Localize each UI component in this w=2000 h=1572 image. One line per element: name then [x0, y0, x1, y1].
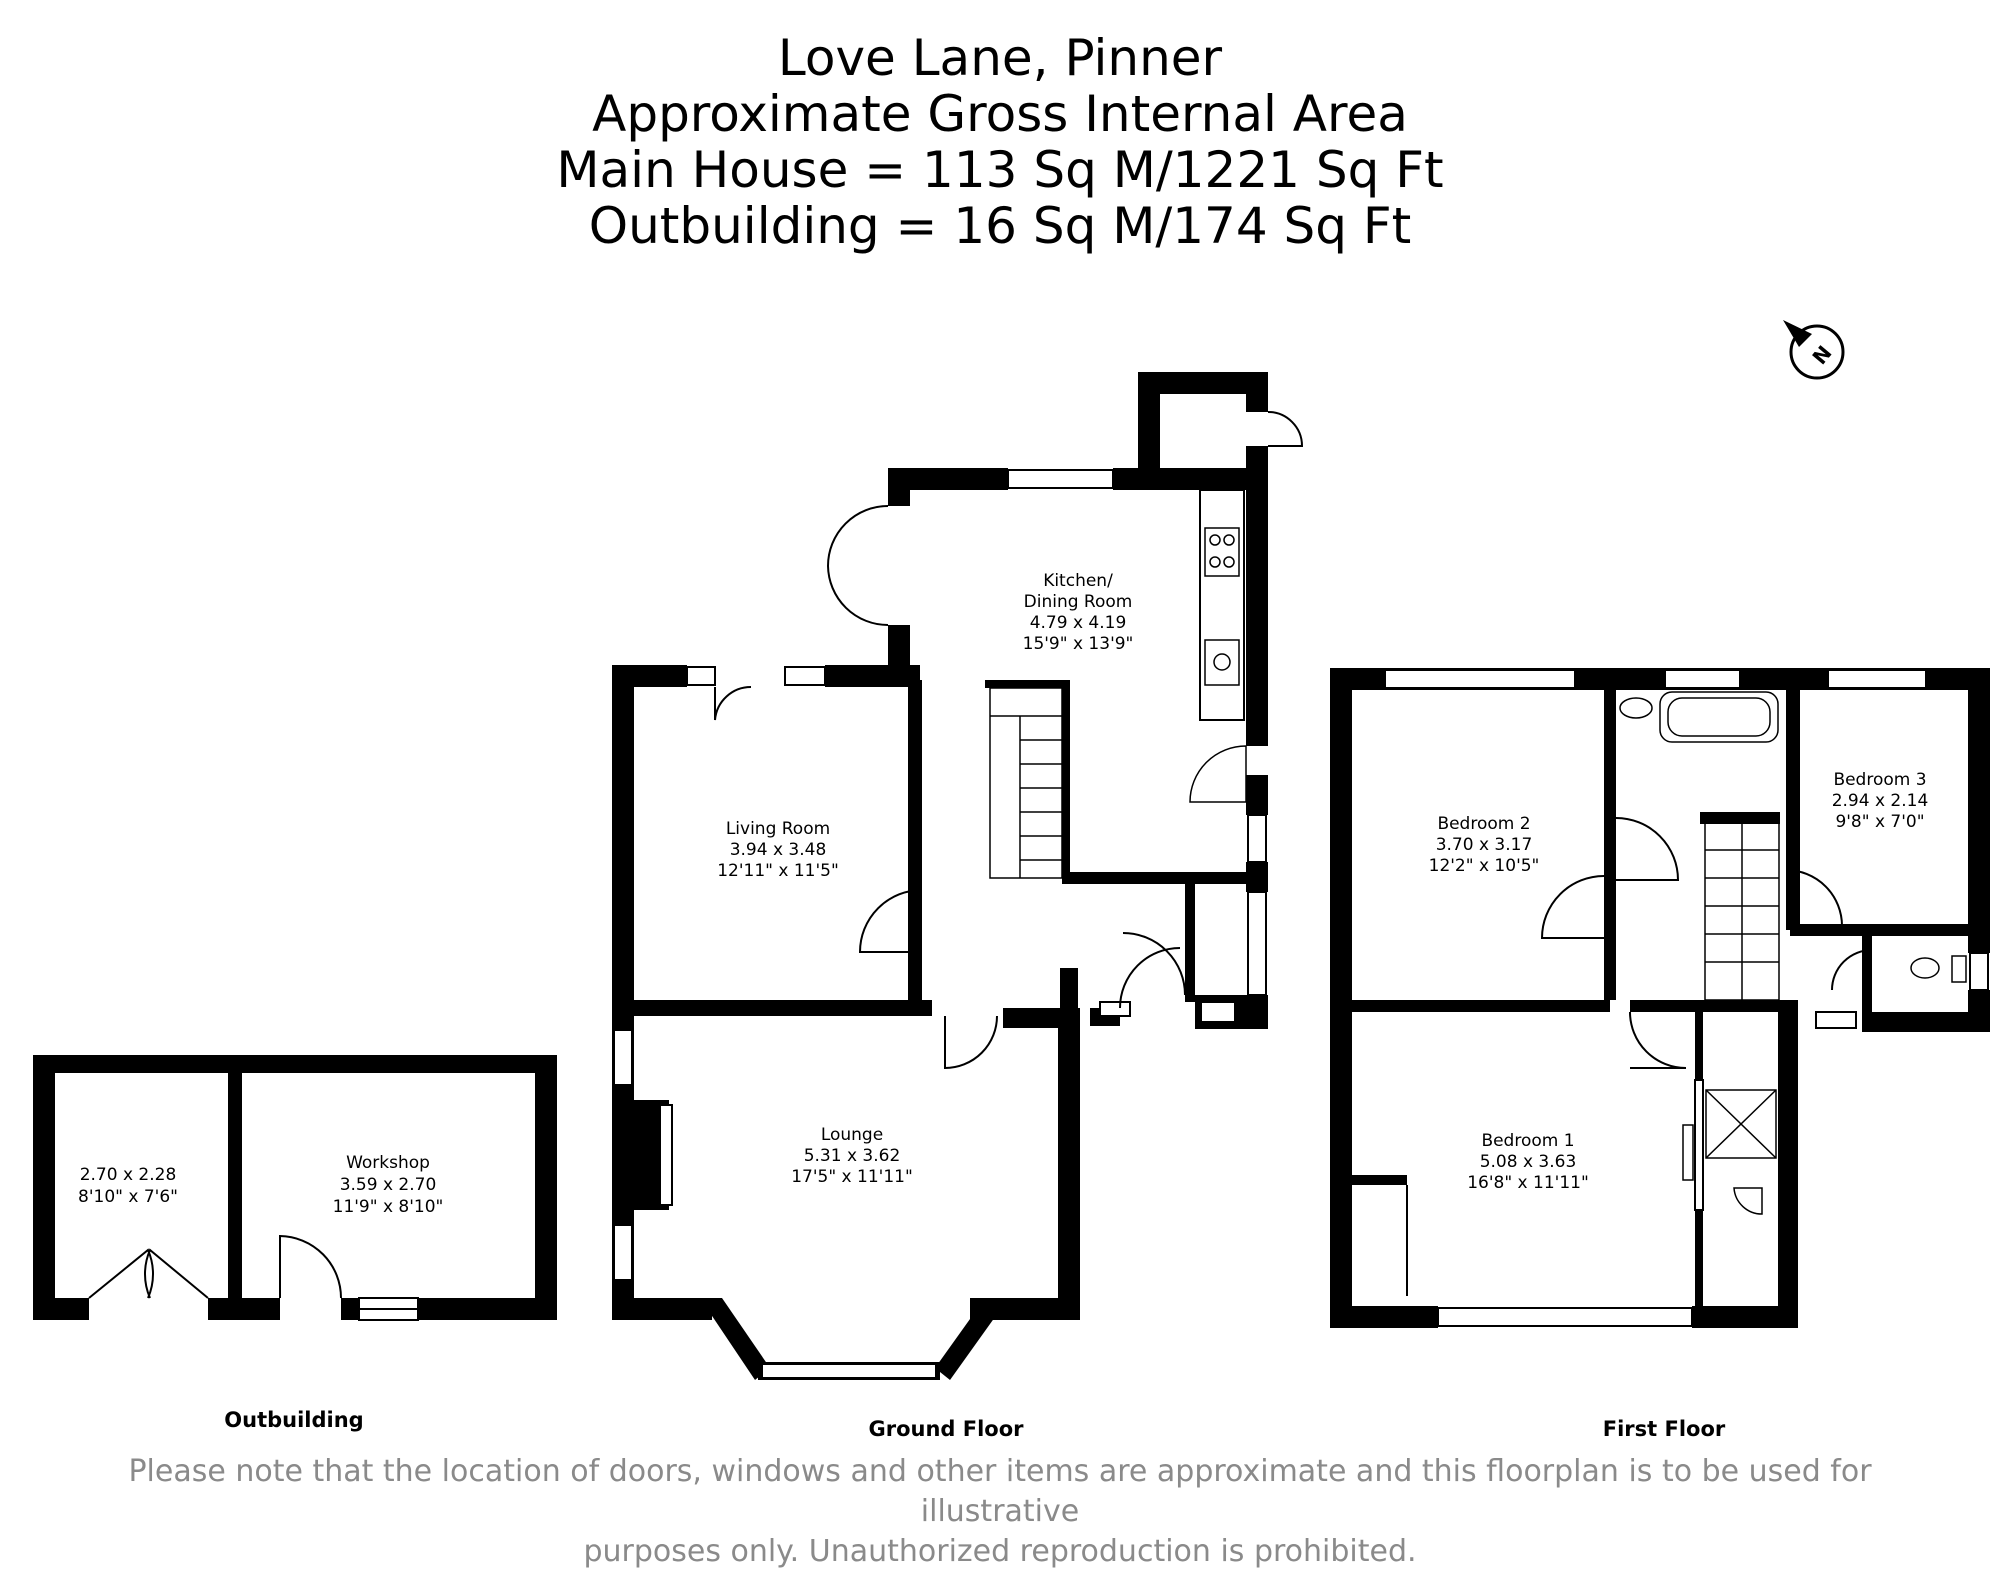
ground-floor-windows	[613, 469, 1267, 1379]
disclaimer-line-2: purposes only. Unauthorized reproduction…	[583, 1534, 1417, 1569]
kitchen-metric: 4.79 x 4.19	[1030, 613, 1127, 633]
lounge-imperial: 17'5" x 11'11"	[791, 1167, 913, 1187]
bedroom2-name: Bedroom 2	[1437, 814, 1530, 834]
workshop-metric: 3.59 x 2.70	[340, 1175, 437, 1195]
disclaimer: Please note that the location of doors, …	[60, 1452, 1940, 1572]
bedroom3-metric: 2.94 x 2.14	[1832, 791, 1929, 811]
area-heading: Approximate Gross Internal Area	[592, 85, 1408, 143]
first-floor-doors	[1406, 817, 1873, 1296]
first-floor-fixtures	[1619, 691, 1967, 1215]
first-floor-windows	[1384, 669, 1989, 1327]
bedroom3-imperial: 9'8" x 7'0"	[1835, 812, 1924, 832]
workshop-imperial: 11'9" x 8'10"	[333, 1197, 444, 1217]
disclaimer-line-1: Please note that the location of doors, …	[128, 1454, 1872, 1529]
bedroom1-metric: 5.08 x 3.63	[1480, 1152, 1577, 1172]
lounge-name: Lounge	[821, 1125, 883, 1145]
first-floor-label: First Floor	[1603, 1417, 1726, 1441]
outbuilding-doors	[88, 1234, 342, 1299]
first-floor-plan	[1330, 668, 1990, 1328]
kitchen-imperial: 15'9" x 13'9"	[1023, 634, 1134, 654]
title-block: Love Lane, Pinner Approximate Gross Inte…	[0, 30, 2000, 254]
ground-floor-stairs	[989, 687, 1063, 879]
lounge-metric: 5.31 x 3.62	[804, 1146, 901, 1166]
living-room-name: Living Room	[726, 819, 830, 839]
ground-floor-plan	[612, 372, 1268, 1380]
ground-floor-label: Ground Floor	[868, 1417, 1024, 1441]
bedroom1-name: Bedroom 1	[1481, 1131, 1574, 1151]
property-title: Love Lane, Pinner	[777, 29, 1223, 87]
compass-letter: N	[1807, 341, 1836, 369]
compass-icon: N	[1783, 320, 1845, 380]
bedroom1-imperial: 16'8" x 11'11"	[1467, 1173, 1589, 1193]
kitchen-fixtures	[1204, 527, 1240, 686]
bedroom3-name: Bedroom 3	[1833, 770, 1926, 790]
bedroom2-imperial: 12'2" x 10'5"	[1429, 856, 1540, 876]
outbuilding-plan	[33, 1055, 557, 1321]
main-house-area: Main House = 113 Sq M/1221 Sq Ft	[556, 141, 1444, 199]
living-room-imperial: 12'11" x 11'5"	[717, 861, 839, 881]
kitchen-name-1: Kitchen/	[1043, 571, 1113, 591]
living-room-metric: 3.94 x 3.48	[730, 840, 827, 860]
workshop-name: Workshop	[346, 1153, 430, 1173]
kitchen-name-2: Dining Room	[1024, 592, 1133, 612]
bedroom2-metric: 3.70 x 3.17	[1436, 835, 1533, 855]
outbuilding-store-metric: 2.70 x 2.28	[80, 1165, 177, 1185]
outbuilding-store-imperial: 8'10" x 7'6"	[78, 1187, 178, 1207]
outbuilding-area: Outbuilding = 16 Sq M/174 Sq Ft	[588, 197, 1412, 255]
ground-floor-doors	[714, 411, 1304, 1070]
first-floor-stairs	[1704, 821, 1780, 1001]
outbuilding-label: Outbuilding	[224, 1408, 363, 1432]
